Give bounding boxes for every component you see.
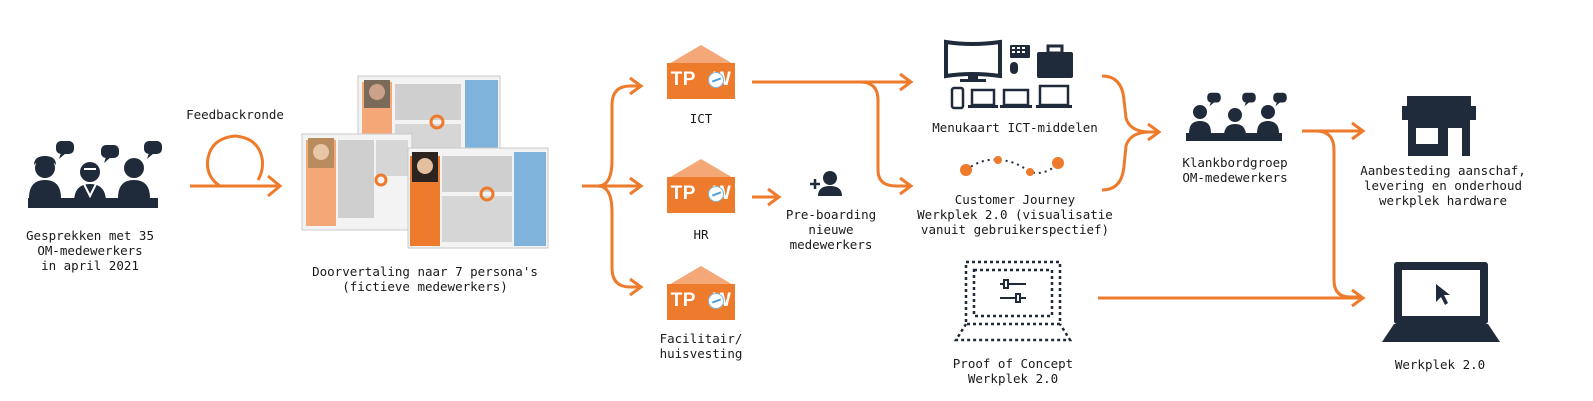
label-hr: HR: [693, 227, 709, 242]
feedback-loop-icon: [190, 134, 283, 198]
people-with-speech-icon: [1186, 92, 1287, 141]
label-feedbackronde: Feedbackronde: [186, 107, 284, 122]
label-facilitair: Facilitair/huisvesting: [659, 331, 743, 361]
output-arrows: [1098, 121, 1366, 308]
split-arrows: [582, 76, 644, 297]
add-user-icon: [810, 171, 842, 196]
label-menukaart: Menukaart ICT-middelen: [932, 120, 1098, 135]
laptop-icon: [1382, 262, 1500, 342]
concept-laptop-icon: [953, 260, 1073, 342]
label-ict: ICT: [689, 111, 713, 126]
people-with-speech-icon: [28, 141, 162, 208]
hr-arrow: [752, 187, 782, 207]
persona-cards-icon: [301, 75, 549, 249]
tpow-logo-icon: TPW: [667, 45, 735, 101]
tpow-logo-icon: TPW: [667, 159, 735, 215]
label-doorvertaling: Doorvertaling naar 7 persona's(fictieve …: [312, 264, 538, 294]
shop-icon: [1402, 96, 1476, 156]
label-werkplek: Werkplek 2.0: [1394, 357, 1486, 372]
merge-arrows: [1101, 74, 1162, 192]
ict-arrows: [752, 72, 914, 196]
label-aanbesteding: Aanbesteding aanschaf,levering en onderh…: [1360, 163, 1526, 208]
tpow-logo-icon: TPW: [667, 266, 735, 322]
journey-dots-icon: [960, 156, 1064, 176]
ict-devices-icon: [944, 39, 1073, 110]
